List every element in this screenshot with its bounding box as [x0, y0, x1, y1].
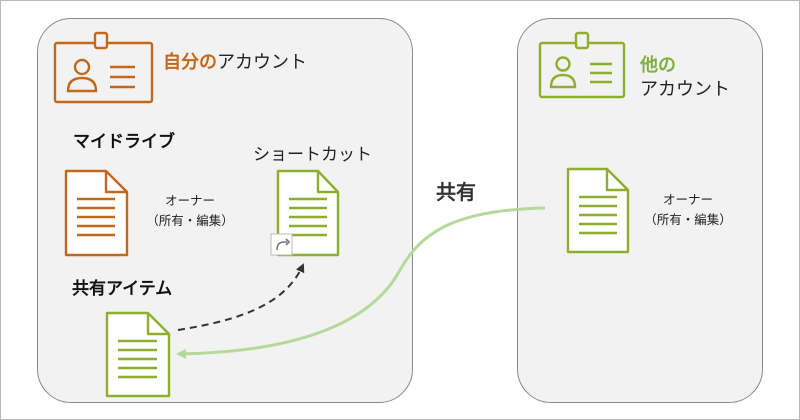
other-account-title-rest: アカウント [640, 79, 730, 100]
shortcut-link-arrow [177, 263, 305, 331]
own-account-title-rest: アカウント [217, 52, 307, 73]
other-account-title-strong: 他の [640, 55, 676, 76]
my-drive-label: マイドライブ [73, 132, 175, 152]
shared-item-document-icon [105, 311, 171, 398]
own-id-badge-icon [53, 31, 154, 104]
my-drive-document-icon [64, 169, 129, 257]
own-owner-line2: （所有・編集） [146, 213, 234, 228]
share-label: 共有 [436, 180, 476, 204]
own-owner-label: オーナー （所有・編集） [135, 191, 245, 231]
other-owner-line1: オーナー [662, 192, 713, 207]
other-owner-label: オーナー （所有・編集） [633, 190, 743, 230]
other-account-title-strong-wrap: 他の [640, 51, 676, 77]
shortcut-arrow-icon [270, 233, 293, 256]
other-owner-line2: （所有・編集） [644, 212, 732, 227]
shortcut-document-icon [276, 169, 340, 257]
shortcut-label: ショートカット [253, 145, 372, 165]
other-account-panel [517, 18, 763, 403]
own-account-title-strong: 自分の [163, 52, 217, 73]
shared-items-label: 共有アイテム [72, 279, 173, 299]
own-account-title: 自分のアカウント [163, 48, 307, 74]
other-owner-document-icon [566, 167, 630, 254]
own-owner-line1: オーナー [164, 193, 215, 208]
share-arrow [176, 206, 546, 359]
other-id-badge-icon [538, 31, 626, 99]
